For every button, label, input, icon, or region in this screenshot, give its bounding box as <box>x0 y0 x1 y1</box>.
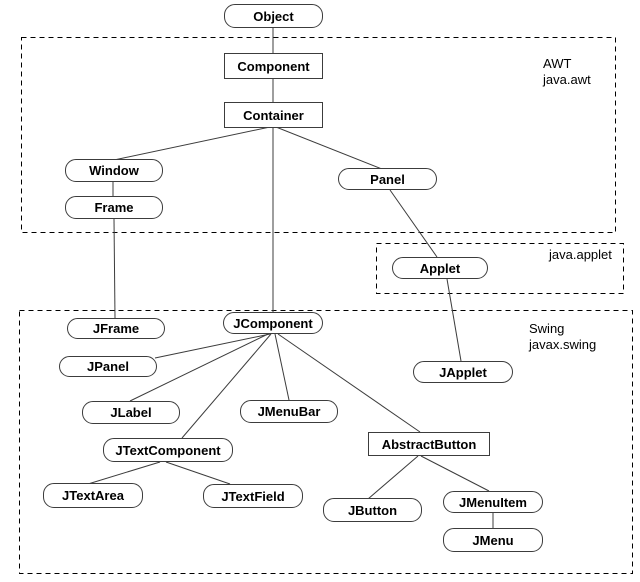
region-borders <box>19 37 633 574</box>
edge-jcomponent-jlabel <box>129 333 269 402</box>
node-window: Window <box>65 159 163 182</box>
applet-region-package: java.applet <box>549 247 612 262</box>
node-panel: Panel <box>338 168 437 190</box>
edge-jcomponent-jtextcomponent <box>181 333 272 439</box>
node-jlabel: JLabel <box>82 401 180 424</box>
awt-region-border <box>21 37 616 233</box>
edge-jcomponent-abstractbutton <box>277 333 421 433</box>
node-jmenu: JMenu <box>443 528 543 552</box>
edge-jtextcomponent-jtextfield <box>165 461 231 485</box>
node-frame: Frame <box>65 196 163 219</box>
edge-frame-jframe <box>113 218 116 319</box>
node-jtextfield: JTextField <box>203 484 303 508</box>
edge-jcomponent-jpanel <box>154 333 271 359</box>
edge-container-panel <box>275 126 383 170</box>
node-jtextcomponent: JTextComponent <box>103 438 233 462</box>
edge-container-window <box>113 126 271 161</box>
node-container: Container <box>224 102 323 128</box>
swing-region-label: Swing javax.swing <box>529 321 596 353</box>
node-object: Object <box>224 4 323 28</box>
node-jpanel: JPanel <box>59 356 157 377</box>
swing-region-border <box>19 310 633 574</box>
swing-region-package: javax.swing <box>529 337 597 352</box>
node-japplet: JApplet <box>413 361 513 383</box>
node-component: Component <box>224 53 323 79</box>
applet-region-label: java.applet <box>549 247 612 263</box>
awt-region-title: AWT <box>543 56 572 71</box>
awt-region-label: AWT java.awt <box>543 56 591 88</box>
swing-region-title: Swing <box>529 321 565 336</box>
edge-jcomponent-jmenubar <box>274 333 290 401</box>
node-abstractbutton: AbstractButton <box>368 432 490 456</box>
awt-region-package: java.awt <box>543 72 591 87</box>
applet-region-border <box>376 243 624 294</box>
edge-abstractbutton-jmenuitem <box>420 455 490 492</box>
edge-panel-applet <box>389 189 438 258</box>
edge-jtextcomponent-jtextarea <box>87 461 161 485</box>
node-jtextarea: JTextArea <box>43 483 143 508</box>
edge-lines <box>87 28 494 528</box>
edge-applet-japplet <box>446 278 462 362</box>
node-jmenubar: JMenuBar <box>240 400 338 423</box>
node-jframe: JFrame <box>67 318 165 339</box>
node-jbutton: JButton <box>323 498 422 522</box>
edge-abstractbutton-jbutton <box>367 455 419 500</box>
node-jcomponent: JComponent <box>223 312 323 334</box>
node-jmenuitem: JMenuItem <box>443 491 543 513</box>
node-applet: Applet <box>392 257 488 279</box>
